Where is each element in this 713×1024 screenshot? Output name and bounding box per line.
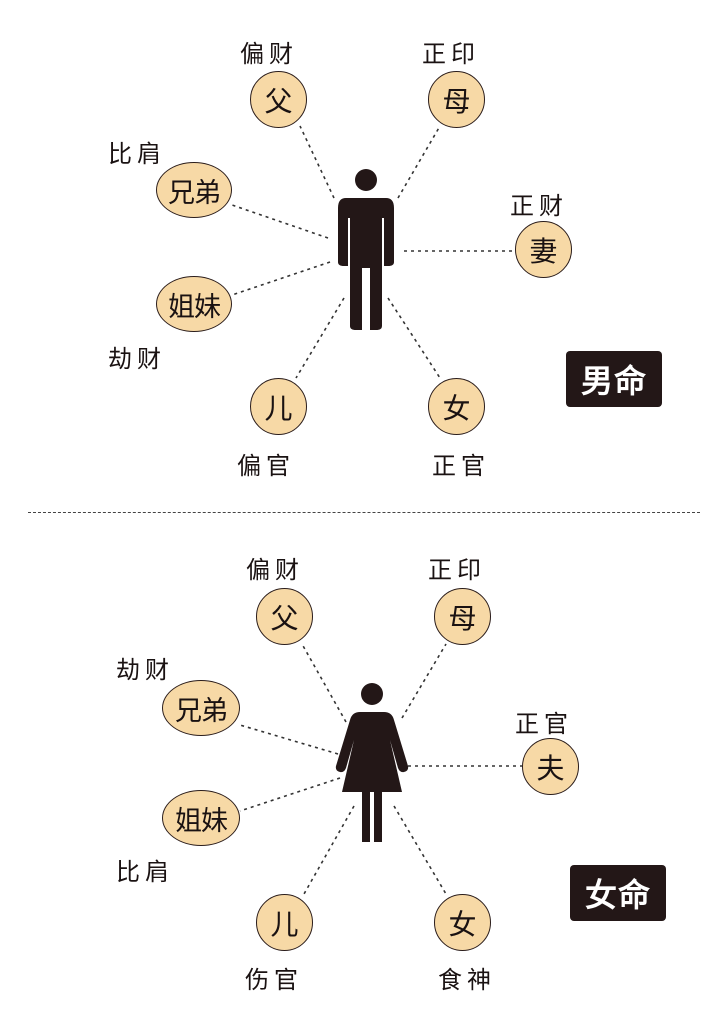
label-father-role: 偏财	[246, 556, 304, 584]
female-connector-lines	[239, 643, 522, 895]
line-mother	[401, 643, 447, 719]
node-daughter: 女	[434, 894, 491, 951]
node-husband: 夫	[522, 738, 579, 795]
label-daughter-role: 正官	[432, 452, 490, 480]
line-father	[301, 643, 347, 723]
node-sisters: 姐妹	[162, 790, 240, 846]
label-son-role: 伤官	[245, 966, 303, 994]
section-divider	[28, 512, 700, 513]
node-siblings: 兄弟	[162, 680, 240, 736]
node-father: 父	[250, 71, 307, 128]
node-father: 父	[256, 588, 313, 645]
line-father	[299, 125, 335, 199]
node-mother: 母	[428, 71, 485, 128]
male-connector-lines	[231, 125, 516, 379]
label-son-role: 偏官	[237, 452, 295, 480]
node-siblings: 兄弟	[156, 162, 232, 218]
label-siblings-role: 比肩	[108, 140, 166, 168]
badge-female-chart: 女命	[570, 865, 666, 921]
line-sisters	[239, 777, 341, 812]
node-daughter: 女	[428, 378, 485, 435]
label-sisters-role: 劫财	[108, 345, 166, 373]
female-figure-icon	[335, 683, 409, 842]
line-mother	[397, 125, 441, 199]
line-siblings	[239, 724, 339, 755]
node-wife: 妻	[515, 221, 572, 278]
label-husband-role: 正官	[515, 710, 573, 738]
label-siblings-role: 劫财	[116, 656, 174, 684]
line-siblings	[231, 204, 329, 239]
node-son: 儿	[256, 894, 313, 951]
node-mother: 母	[434, 588, 491, 645]
male-panel: 偏财 父 正印 母 比肩 兄弟 正财 妻 姐妹 劫财 儿 偏官 女 正官 男命	[0, 0, 713, 500]
line-daughter	[387, 297, 441, 379]
label-daughter-role: 食神	[438, 966, 496, 994]
label-mother-role: 正印	[422, 40, 480, 68]
badge-male-chart: 男命	[566, 351, 662, 407]
node-sisters: 姐妹	[156, 276, 232, 332]
line-daughter	[393, 805, 447, 895]
node-son: 儿	[250, 378, 307, 435]
label-mother-role: 正印	[428, 556, 486, 584]
label-father-role: 偏财	[240, 40, 298, 68]
line-son	[303, 805, 355, 895]
line-son	[295, 297, 345, 379]
label-sisters-role: 比肩	[116, 858, 174, 886]
line-sisters	[231, 261, 331, 296]
female-panel: 偏财 父 正印 母 劫财 兄弟 正官 夫 姐妹 比肩 儿 伤官 女 食神 女命	[0, 520, 713, 1024]
label-wife-role: 正财	[510, 192, 568, 220]
male-figure-icon	[338, 169, 394, 330]
